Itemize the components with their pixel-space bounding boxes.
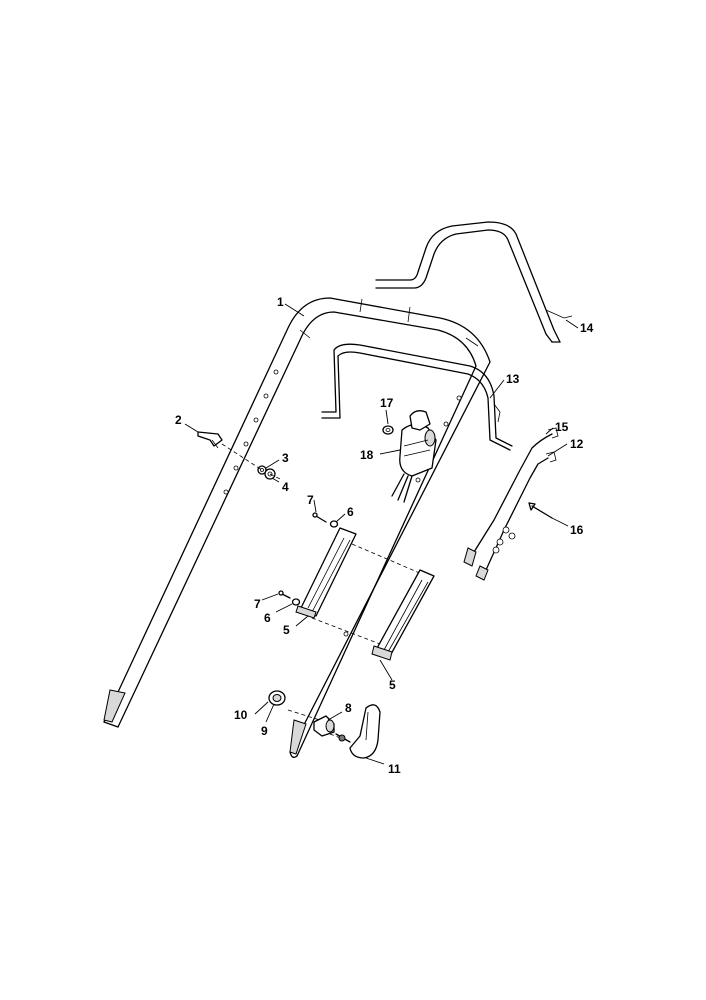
hole-right-5 <box>343 631 349 637</box>
hole-right-4 <box>415 477 421 483</box>
callout-5b: 5 <box>389 678 396 692</box>
callout-17: 17 <box>380 396 394 410</box>
callout-18: 18 <box>360 448 374 462</box>
hole-left-1 <box>273 369 279 375</box>
callout-4: 4 <box>282 480 289 494</box>
hole-left-2 <box>263 393 269 399</box>
part-6-washer-lower <box>291 598 301 606</box>
callout-6b: 6 <box>264 611 271 625</box>
part-3-washer <box>257 465 267 475</box>
callout-11: 11 <box>388 762 401 776</box>
hole-left-3 <box>253 417 259 423</box>
callout-8: 8 <box>345 701 352 715</box>
callout-14: 14 <box>580 321 594 335</box>
part-17-nut <box>382 425 394 435</box>
callout-1: 1 <box>277 295 284 309</box>
callout-7a: 7 <box>307 493 314 507</box>
callout-9: 9 <box>261 724 268 738</box>
part-7-screw-upper <box>312 512 327 523</box>
part-10-knob <box>268 690 286 706</box>
part-1-handle <box>103 297 491 758</box>
callout-7b: 7 <box>254 597 261 611</box>
part-14-upper-bar <box>375 221 573 343</box>
hole-left-5 <box>233 465 239 471</box>
callout-2: 2 <box>175 413 182 427</box>
hole-right-1 <box>456 395 462 401</box>
callout-16: 16 <box>570 523 584 537</box>
part-5-cover-right <box>371 569 435 661</box>
part-6-washer-upper <box>329 520 339 528</box>
leader-lines <box>184 303 579 765</box>
part-2-clamp-lever <box>197 431 223 449</box>
callout-6a: 6 <box>347 505 354 519</box>
part-16-bolt <box>528 502 553 519</box>
part-7-screw-lower <box>278 590 291 599</box>
callout-3: 3 <box>282 451 289 465</box>
hole-left-4 <box>243 441 249 447</box>
part-13-bail <box>321 343 513 451</box>
callout-13: 13 <box>506 372 520 386</box>
part-18-switch-box <box>391 410 437 503</box>
hole-right-2 <box>443 421 449 427</box>
part-15-cable <box>463 427 559 567</box>
callout-5a: 5 <box>283 623 290 637</box>
part-5-cover-left <box>295 527 357 619</box>
part-8-bushing <box>313 715 335 737</box>
callout-15: 15 <box>555 420 569 434</box>
hole-left-6 <box>223 489 229 495</box>
callout-12: 12 <box>570 437 584 451</box>
part-11-grip-lever <box>335 704 381 759</box>
part-12-cable <box>475 451 557 581</box>
callout-10: 10 <box>234 708 248 722</box>
